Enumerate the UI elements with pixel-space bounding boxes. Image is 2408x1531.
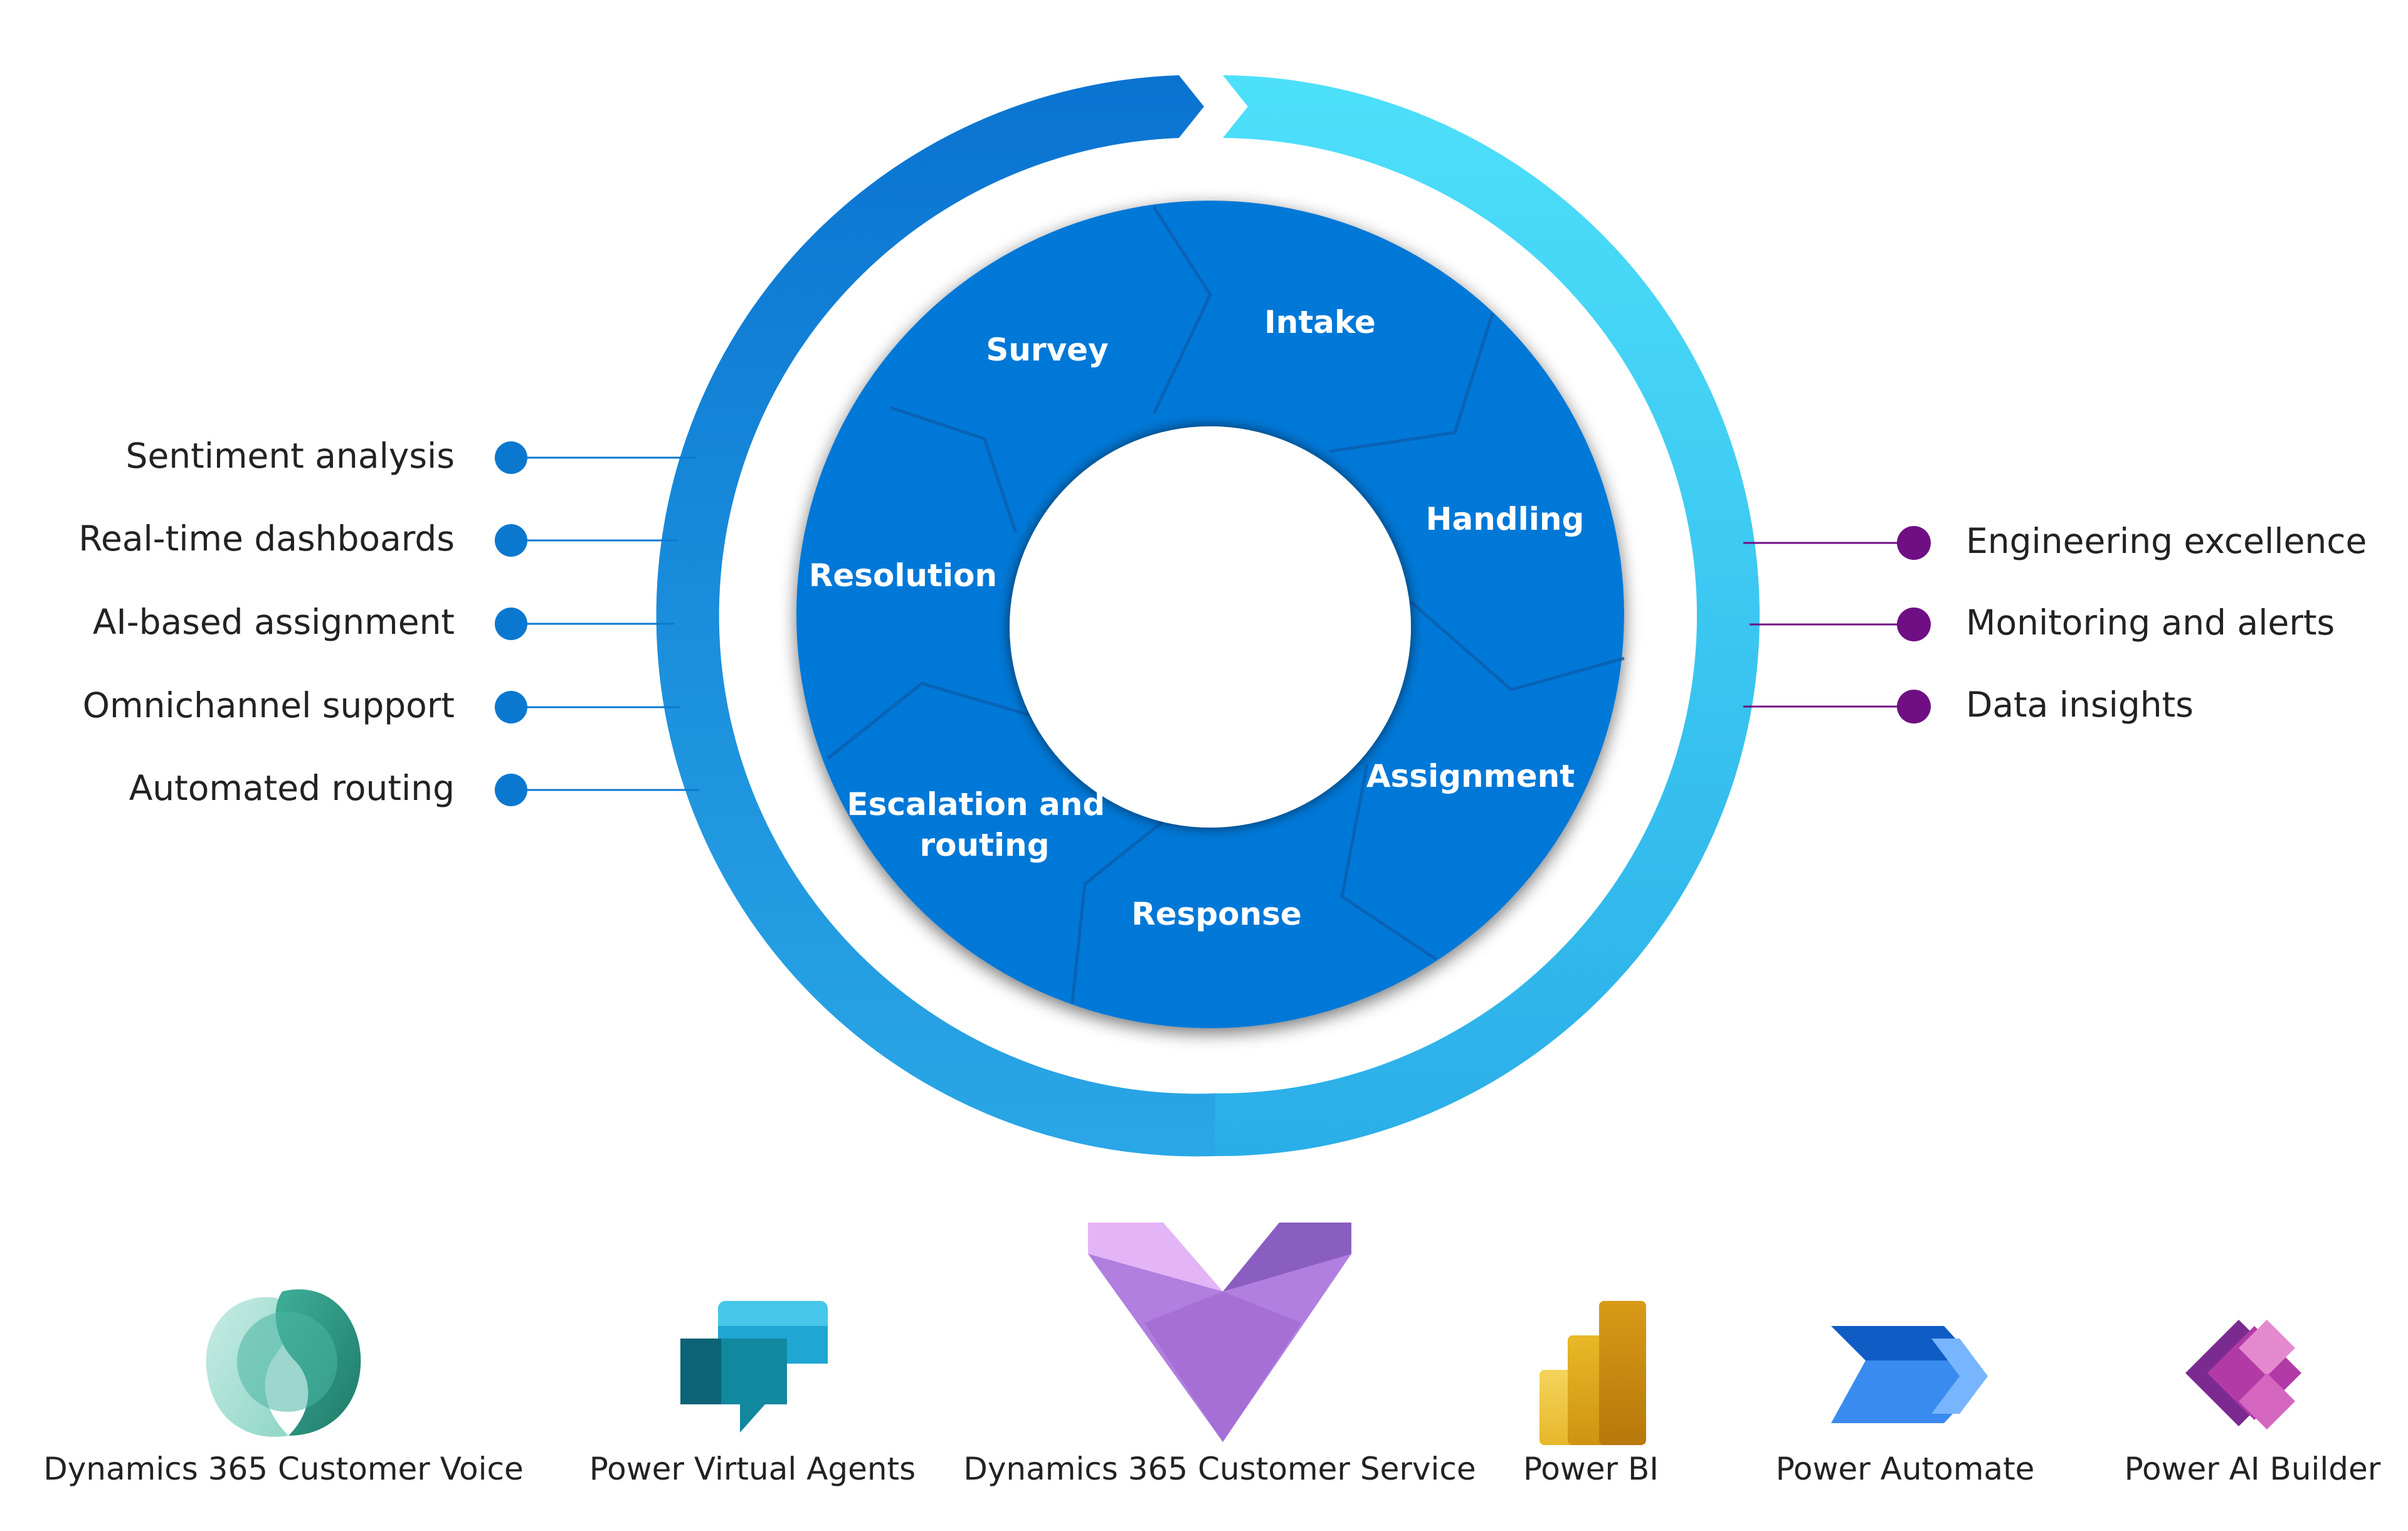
left-feature-label: Automated routing (129, 768, 455, 808)
cycle-donut (796, 201, 1624, 1028)
right-dot (1897, 526, 1931, 560)
left-feature-label: AI-based assignment (93, 602, 455, 642)
product-label: Power Automate (1776, 1451, 2035, 1487)
stage-label-escalation: Escalation and routing (847, 786, 1116, 863)
left-feature-label: Sentiment analysis (126, 436, 455, 476)
right-feature-labels: Engineering excellence Monitoring and al… (1966, 521, 2367, 725)
stage-label-handling: Handling (1426, 501, 1585, 537)
left-dot (495, 524, 527, 557)
stage-label-resolution: Resolution (809, 557, 997, 594)
left-connectors (495, 441, 699, 806)
right-feature-label: Data insights (1966, 685, 2194, 725)
power-automate-icon (1831, 1326, 1988, 1423)
stage-label-survey: Survey (986, 332, 1108, 368)
customer-voice-icon (206, 1289, 361, 1437)
power-bi-icon (1539, 1301, 1646, 1445)
left-dot (495, 691, 527, 723)
right-dot (1897, 690, 1931, 723)
right-feature-label: Engineering excellence (1966, 521, 2367, 561)
product-labels: Dynamics 365 Customer Voice Power Virtua… (43, 1451, 2381, 1487)
stage-label-intake: Intake (1264, 304, 1376, 340)
left-dot (495, 441, 527, 474)
ai-builder-icon (2185, 1320, 2301, 1429)
left-feature-labels: Sentiment analysis Real-time dashboards … (78, 436, 455, 808)
right-dot (1897, 608, 1931, 641)
left-dot (495, 774, 527, 806)
left-feature-label: Real-time dashboards (78, 518, 455, 559)
customer-service-icon (1088, 1223, 1351, 1442)
product-label: Dynamics 365 Customer Service (963, 1451, 1476, 1487)
virtual-agents-icon (680, 1301, 828, 1433)
right-connectors (1743, 526, 1931, 723)
outer-ring-left-arc (656, 75, 1215, 1157)
outer-ring (656, 75, 1760, 1157)
product-label: Power BI (1523, 1451, 1659, 1487)
right-feature-label: Monitoring and alerts (1966, 602, 2335, 643)
product-label: Power AI Builder (2125, 1451, 2381, 1487)
segment-labels: Intake Handling Assignment Response Esca… (809, 304, 1584, 932)
left-feature-label: Omnichannel support (83, 685, 455, 725)
outer-ring-right-arc (1215, 75, 1760, 1157)
segment-dividers (826, 206, 1625, 1004)
left-dot (495, 608, 527, 640)
stage-label-response: Response (1131, 896, 1302, 932)
cycle-wheel (796, 201, 1625, 1028)
product-label: Dynamics 365 Customer Voice (43, 1451, 524, 1487)
stage-label-assignment: Assignment (1366, 758, 1575, 794)
product-label: Power Virtual Agents (589, 1451, 916, 1487)
